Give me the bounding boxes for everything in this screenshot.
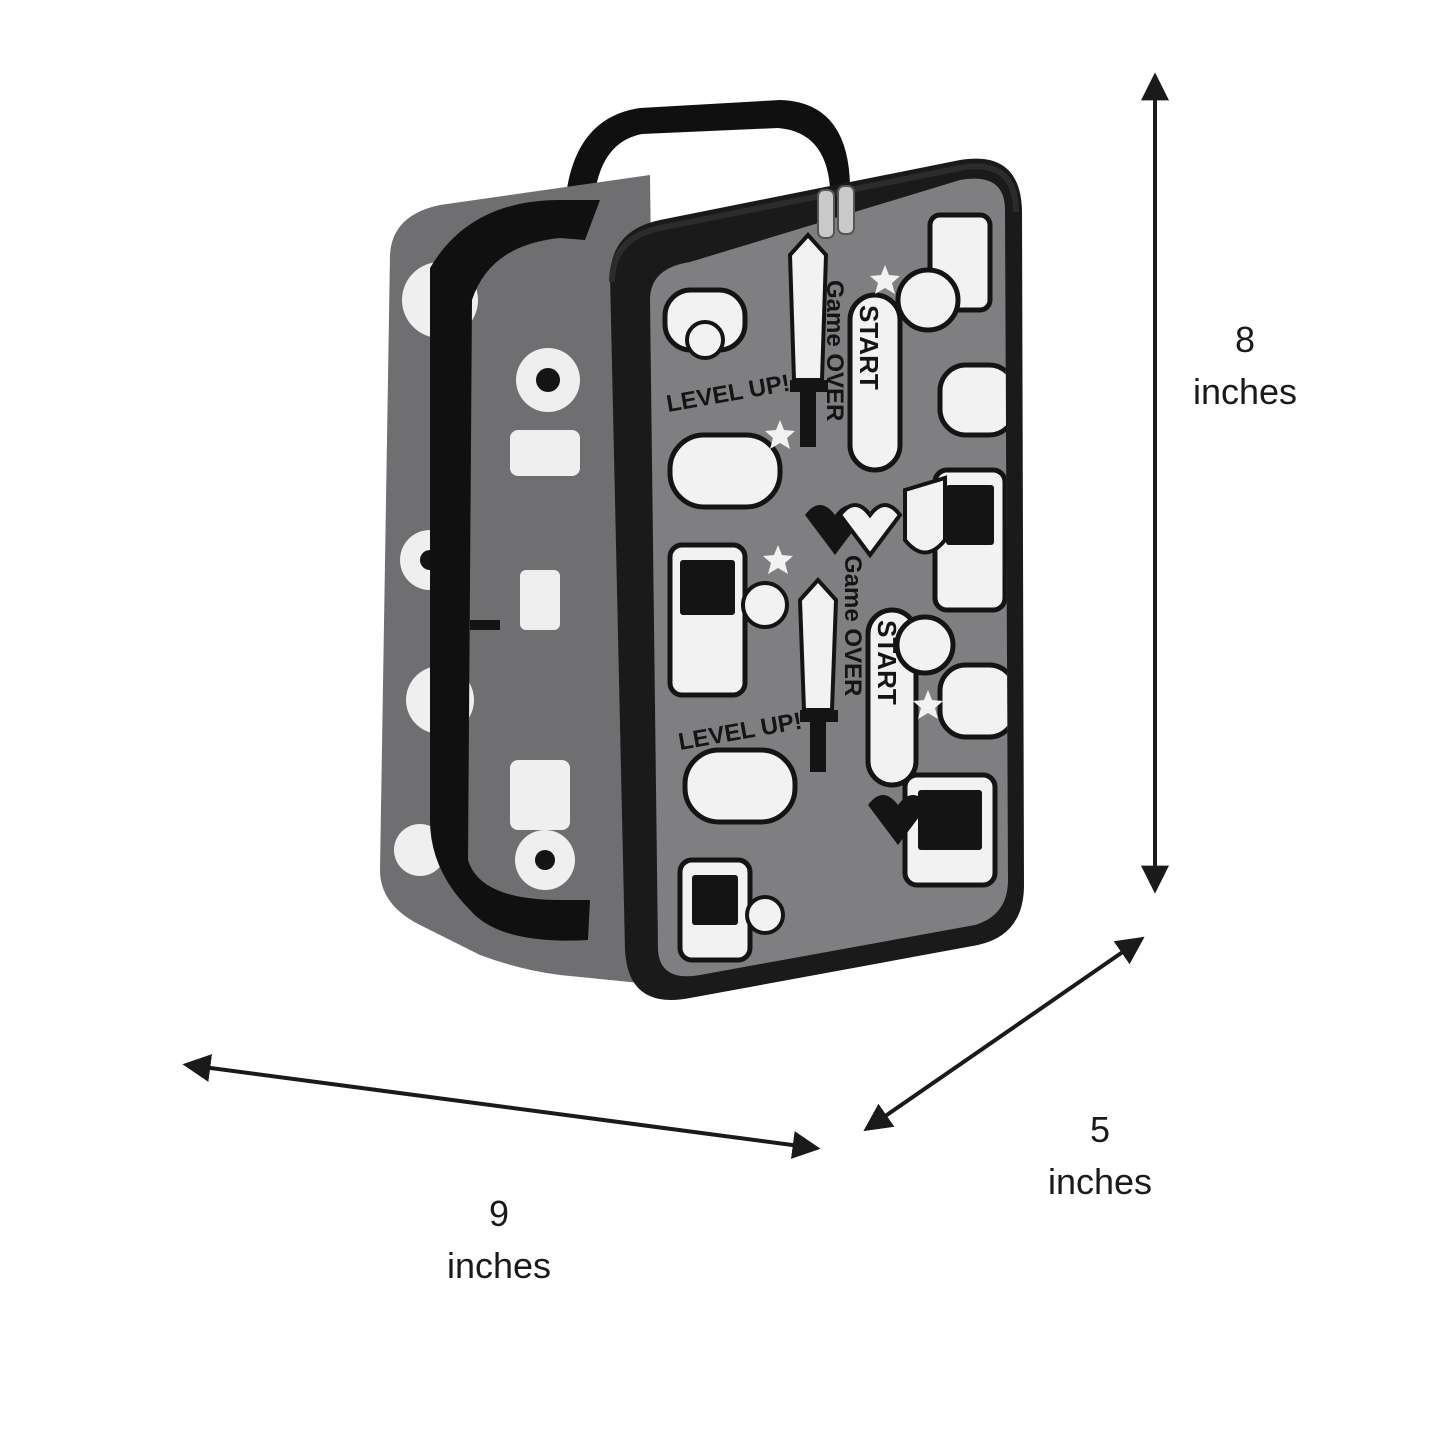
height-label: 8 inches <box>1180 314 1310 418</box>
zipper-track <box>609 163 1019 283</box>
print-game-over-2: Game OVER <box>839 555 866 696</box>
handle-strap <box>565 100 850 205</box>
depth-value: 5 <box>1089 1109 1111 1150</box>
depth-arrow <box>863 936 1145 1132</box>
width-label: 9 inches <box>434 1188 564 1292</box>
width-arrow <box>182 1054 821 1159</box>
side-strap <box>430 200 600 941</box>
print-start-2: START <box>872 620 902 705</box>
depth-label: 5 inches <box>1035 1104 1165 1208</box>
print-game-over-1: Game OVER <box>821 280 848 421</box>
print-start-1: START <box>854 305 884 390</box>
height-value: 8 <box>1234 319 1256 360</box>
depth-unit: inches <box>1047 1161 1153 1203</box>
bag-front-panel: LEVEL UP! LEVEL UP! START START Game OVE… <box>610 158 1024 1001</box>
height-unit: inches <box>1192 371 1298 413</box>
width-unit: inches <box>446 1245 552 1287</box>
width-value: 9 <box>488 1193 510 1234</box>
zipper-pull <box>817 185 855 239</box>
